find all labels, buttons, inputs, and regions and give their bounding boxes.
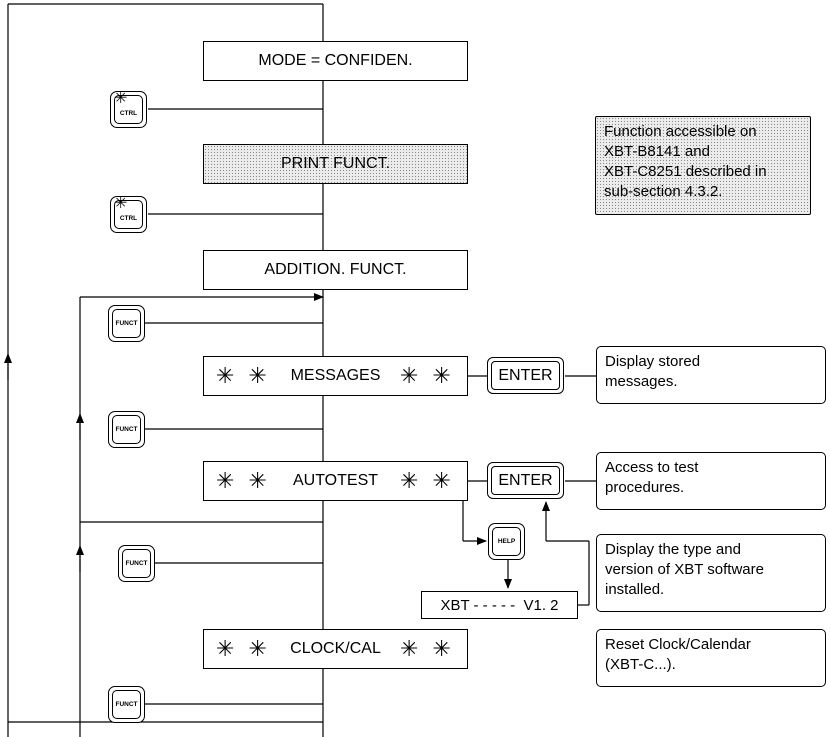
note-line: (XBT-C...). [605, 656, 676, 673]
enter-key-messages[interactable]: ENTER [487, 357, 564, 394]
help-note: Display the type and version of XBT soft… [596, 534, 826, 612]
mode-state-box: MODE = CONFIDEN. [203, 41, 468, 81]
messages-state-box: ✳ ✳ MESSAGES ✳ ✳ [203, 356, 468, 396]
funct-key-3[interactable]: FUNCT [118, 545, 155, 582]
clock-state-box: ✳ ✳ CLOCK/CAL ✳ ✳ [203, 629, 468, 669]
note-line: Reset Clock/Calendar [605, 636, 751, 653]
note-line: sub-section 4.3.2. [604, 183, 723, 200]
funct-key-label: FUNCT [115, 320, 138, 327]
note-line: Access to test [605, 459, 699, 476]
autotest-state-box: ✳ ✳ AUTOTEST ✳ ✳ [203, 461, 468, 501]
messages-label: MESSAGES [290, 367, 381, 384]
note-line: messages. [605, 373, 678, 390]
xbt-version-display: XBT - - - - - V1. 2 [421, 591, 578, 619]
led-star-icon: ✳ [114, 90, 128, 107]
clock-note: Reset Clock/Calendar (XBT-C...). [596, 629, 826, 687]
autotest-stars-left: ✳ ✳ [216, 468, 271, 493]
funct-key-label: FUNCT [125, 560, 148, 567]
clock-label: CLOCK/CAL [290, 640, 381, 657]
note-line: Function accessible on [604, 123, 757, 140]
messages-stars-right: ✳ ✳ [400, 363, 455, 388]
funct-key-label: FUNCT [115, 701, 138, 708]
addition-funct-label: ADDITION. FUNCT. [264, 261, 407, 278]
funct-key-4[interactable]: FUNCT [108, 686, 145, 723]
mode-state-label: MODE = CONFIDEN. [258, 52, 413, 69]
enter-key-label: ENTER [498, 471, 553, 489]
funct-key-label: FUNCT [115, 426, 138, 433]
print-funct-box: PRINT FUNCT. [203, 144, 468, 184]
clock-stars-left: ✳ ✳ [216, 636, 271, 661]
help-key[interactable]: HELP [488, 523, 525, 560]
ctrl-key-label: CTRL [119, 215, 138, 222]
autotest-note: Access to test procedures. [596, 452, 826, 510]
led-star-icon: ✳ [114, 195, 128, 212]
note-line: XBT-C8251 described in [604, 163, 767, 180]
funct-key-1[interactable]: FUNCT [108, 305, 145, 342]
print-funct-label: PRINT FUNCT. [280, 155, 391, 172]
clock-stars-right: ✳ ✳ [400, 636, 455, 661]
help-key-label: HELP [497, 538, 516, 545]
note-line: Display stored [605, 353, 701, 370]
xbt-version-text: XBT - - - - - V1. 2 [440, 596, 559, 614]
autotest-stars-right: ✳ ✳ [400, 468, 455, 493]
note-line: procedures. [605, 479, 685, 496]
note-line: version of XBT software [605, 561, 764, 578]
funct-key-2[interactable]: FUNCT [108, 411, 145, 448]
ctrl-key-2[interactable]: ✳ CTRL [110, 196, 147, 233]
note-line: installed. [605, 581, 665, 598]
ctrl-key-label: CTRL [119, 110, 138, 117]
note-line: XBT-B8141 and [604, 143, 710, 160]
function-accessible-note: Function accessible on XBT-B8141 and XBT… [595, 116, 811, 215]
ctrl-key-1[interactable]: ✳ CTRL [110, 91, 147, 128]
addition-funct-box: ADDITION. FUNCT. [203, 250, 468, 290]
enter-key-label: ENTER [498, 366, 553, 384]
enter-key-autotest[interactable]: ENTER [487, 462, 564, 499]
autotest-label: AUTOTEST [292, 472, 379, 489]
messages-stars-left: ✳ ✳ [216, 363, 271, 388]
note-line: Display the type and [605, 541, 741, 558]
messages-note: Display stored messages. [596, 346, 826, 404]
